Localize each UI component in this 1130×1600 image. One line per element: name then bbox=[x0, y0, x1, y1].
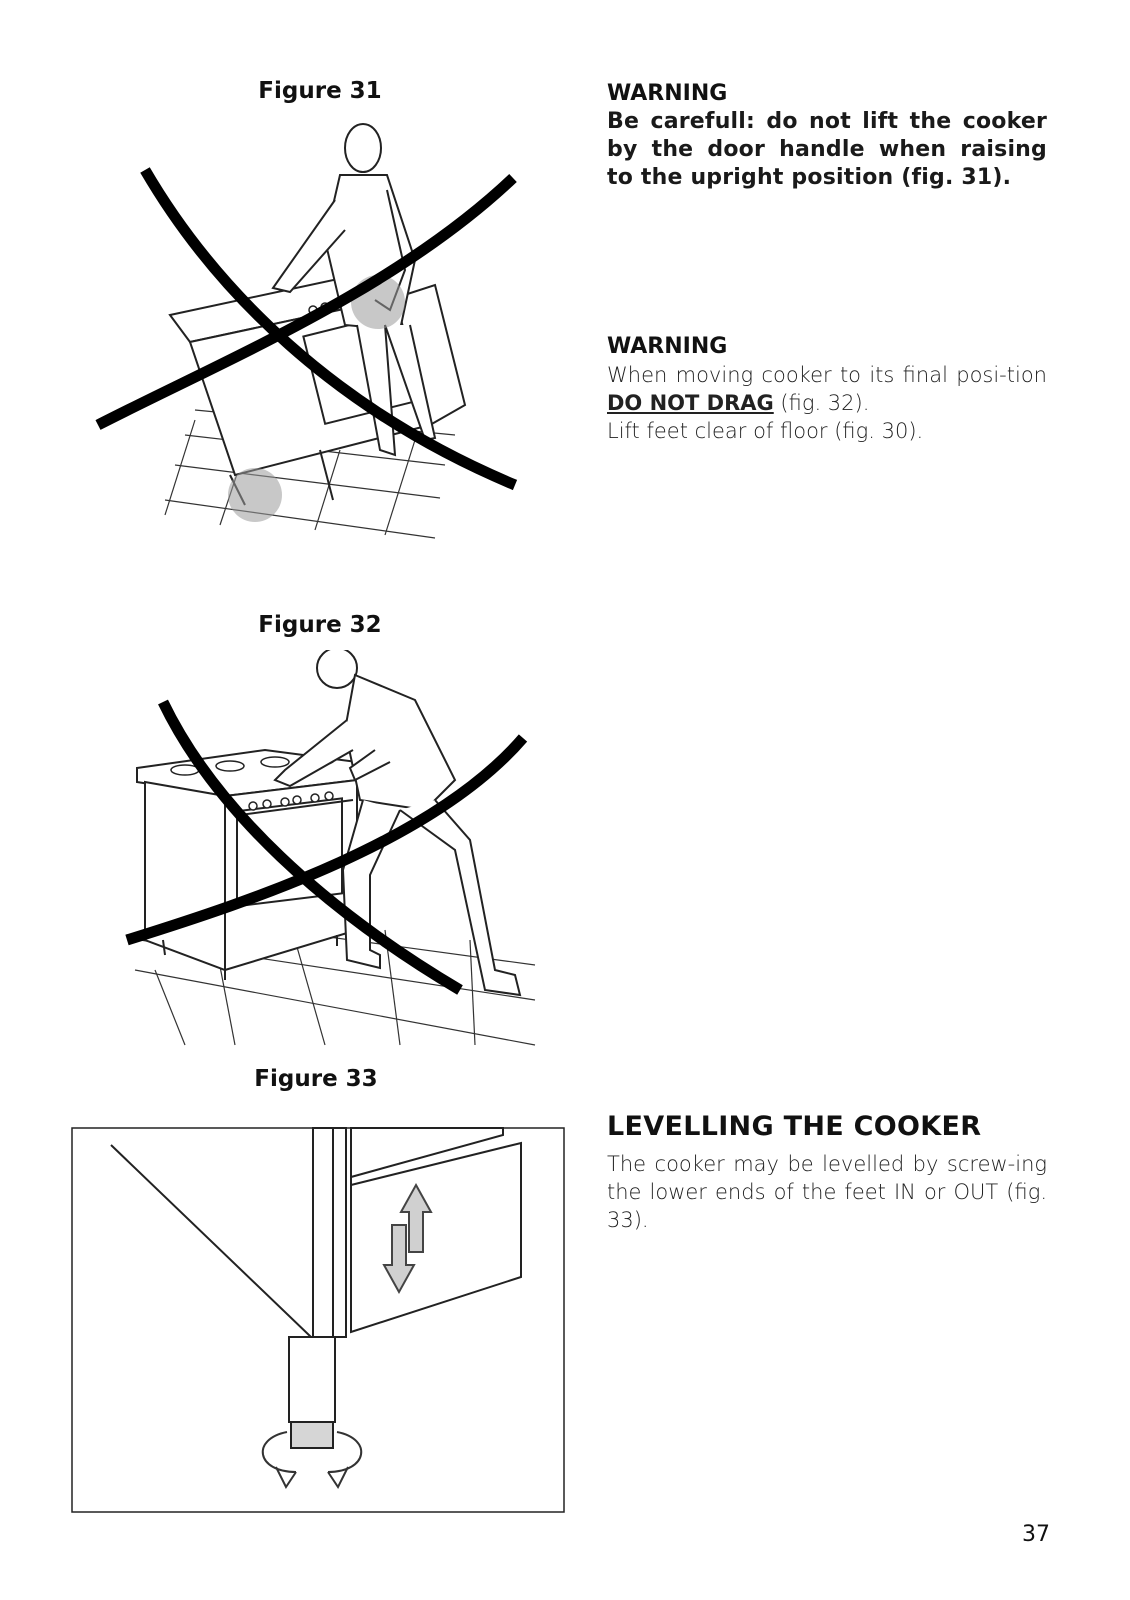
figure-33-illustration bbox=[71, 1127, 565, 1513]
levelling-text: The cooker may be levelled by screw-ing … bbox=[607, 1152, 1047, 1232]
page-number: 37 bbox=[1022, 1522, 1050, 1547]
levelling-foot-illustration bbox=[71, 1127, 565, 1513]
warning-2-text-after: (fig. 32). bbox=[773, 391, 870, 415]
warning-2-text: When moving cooker to its final posi-tio… bbox=[607, 361, 1047, 417]
do-not-drag-emphasis: DO NOT DRAG bbox=[607, 391, 774, 415]
warning-2-line2: Lift feet clear of floor (fig. 30). bbox=[607, 419, 924, 443]
levelling-section: LEVELLING THE COOKER The cooker may be l… bbox=[607, 1110, 1047, 1234]
warning-1-title: WARNING bbox=[607, 81, 728, 106]
figure-33-caption: Figure 33 bbox=[254, 1066, 378, 1092]
warning-lift-block: WARNING Be carefull: do not lift the coo… bbox=[607, 80, 1047, 192]
warning-2-text-before: When moving cooker to its final posi-tio… bbox=[607, 363, 1047, 387]
figure-31-caption: Figure 31 bbox=[258, 78, 382, 104]
warning-drag-block: WARNING When moving cooker to its final … bbox=[607, 333, 1047, 445]
figure-32-illustration bbox=[125, 650, 545, 1050]
drag-warning-illustration bbox=[125, 650, 536, 1046]
warning-2-title: WARNING bbox=[607, 334, 728, 359]
figure-31-illustration bbox=[95, 120, 535, 550]
levelling-heading: LEVELLING THE COOKER bbox=[607, 1111, 982, 1142]
lift-warning-illustration bbox=[95, 123, 518, 539]
warning-1-text: Be carefull: do not lift the cooker by t… bbox=[607, 109, 1047, 190]
figure-32-caption: Figure 32 bbox=[258, 612, 382, 638]
